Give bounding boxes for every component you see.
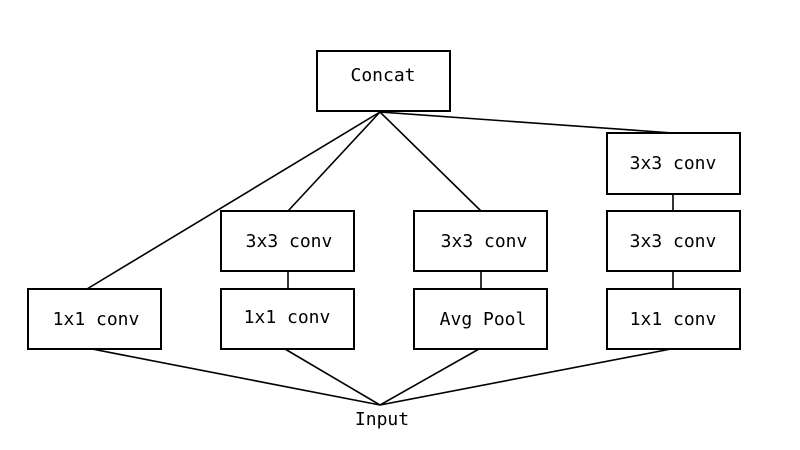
edge-concat-to-branch4: [379, 111, 674, 134]
branch2-1x1-conv-label: 1x1 conv: [244, 307, 331, 328]
edge-input-to-branch2: [284, 348, 381, 406]
branch1-1x1-conv-label: 1x1 conv: [53, 309, 140, 330]
edge-concat-to-branch2: [287, 111, 381, 212]
branch4-top-3x3-conv-node: 3x3 conv: [606, 132, 741, 195]
edge-concat-to-branch3: [379, 111, 482, 212]
branch2-3x3-conv-node: 3x3 conv: [220, 210, 355, 272]
branch4-mid-3x3-conv-node: 3x3 conv: [606, 210, 741, 272]
branch4-1x1-conv-label: 1x1 conv: [630, 309, 717, 330]
edge-input-to-branch3: [379, 348, 480, 406]
branch2-1x1-conv-node: 1x1 conv: [220, 288, 355, 350]
edge-input-to-branch1: [91, 348, 381, 406]
concat-label: Concat: [350, 65, 415, 86]
concat-node: Concat: [316, 50, 451, 112]
branch4-mid-3x3-conv-label: 3x3 conv: [630, 231, 717, 252]
branch3-avg-pool-label: Avg Pool: [440, 309, 527, 330]
edges: [86, 111, 674, 406]
edge-concat-to-branch1: [86, 111, 381, 290]
branch2-3x3-conv-label: 3x3 conv: [246, 231, 333, 252]
edge-input-to-branch4: [379, 348, 672, 406]
branch3-avg-pool-node: Avg Pool: [413, 288, 548, 350]
branch1-1x1-conv-node: 1x1 conv: [27, 288, 162, 350]
branch4-top-3x3-conv-label: 3x3 conv: [630, 153, 717, 174]
branch4-1x1-conv-node: 1x1 conv: [606, 288, 741, 350]
input-label: Input: [355, 409, 409, 430]
branch3-3x3-conv-label: 3x3 conv: [441, 231, 528, 252]
branch3-3x3-conv-node: 3x3 conv: [413, 210, 548, 272]
